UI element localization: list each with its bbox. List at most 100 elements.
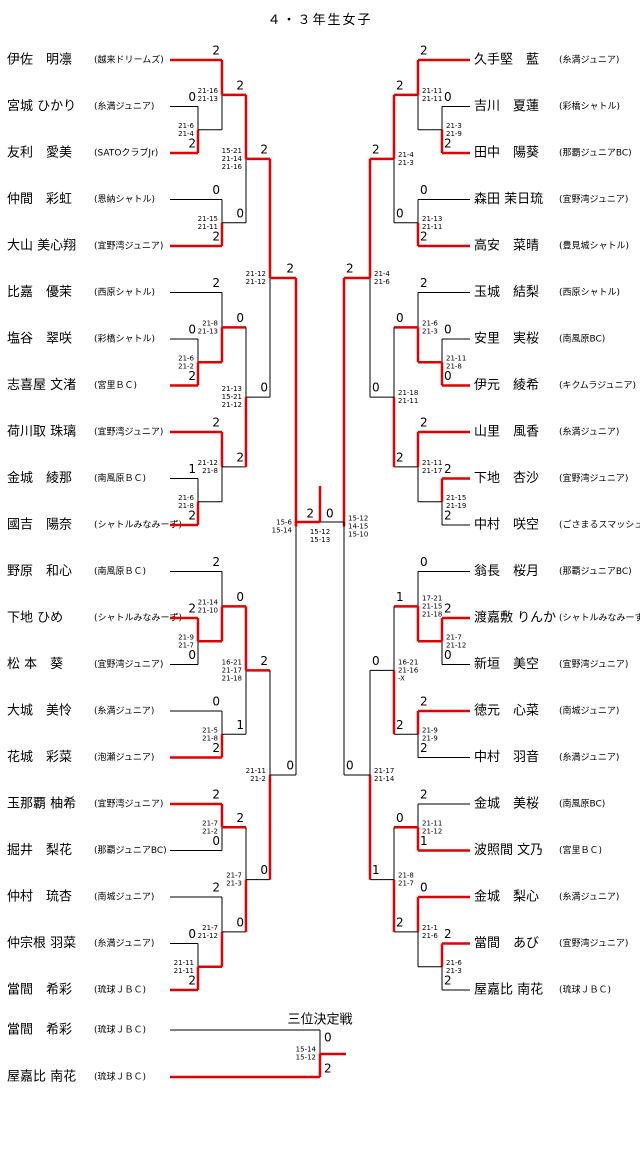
- left-score: 2: [212, 788, 220, 802]
- left-match-score: 21-6: [178, 122, 194, 130]
- left-match-score: 15-6: [276, 518, 292, 526]
- right-player-name: 波照間 文乃: [474, 843, 543, 858]
- left-score: 0: [188, 323, 196, 337]
- left-match-score: 21-4: [178, 130, 194, 138]
- right-player-name: 田中 陽葵: [474, 146, 539, 161]
- right-match-score: 21-18: [422, 610, 442, 618]
- left-match-score: 21-2: [202, 827, 218, 835]
- left-match-score: 21-8: [178, 502, 194, 510]
- left-match-score: 21-15: [198, 215, 218, 223]
- right-score: 0: [372, 654, 380, 668]
- right-score: 2: [372, 142, 380, 156]
- left-player-name: 宮城 ひかり: [7, 98, 76, 114]
- right-player-name: 新垣 美空: [474, 656, 539, 672]
- left-score: 2: [236, 450, 244, 464]
- left-match-score: 21-13: [222, 385, 242, 393]
- right-player-club: (ごさまるスマッシュ): [559, 519, 640, 531]
- left-score: 2: [188, 509, 196, 523]
- right-match-score: 15-10: [348, 530, 368, 538]
- left-match-score: 21-8: [202, 319, 218, 327]
- left-player-name: 松 本 葵: [7, 657, 63, 672]
- left-player-name: 金城 綾那: [7, 470, 72, 486]
- right-player-club: (宜野湾ジュニア): [559, 472, 628, 484]
- right-player-name: 下地 杏沙: [474, 471, 539, 486]
- left-player-club: (那覇ジュニアBC): [94, 845, 167, 856]
- right-score: 2: [396, 450, 404, 464]
- final-match-score: 15-12: [310, 528, 330, 536]
- right-score: 2: [420, 741, 428, 755]
- right-match-score: 21-15: [422, 602, 442, 610]
- left-score: 0: [236, 206, 244, 220]
- right-match-score: 21-16: [398, 666, 419, 674]
- left-score: 2: [188, 602, 196, 616]
- right-player-name: 金城 梨心: [474, 889, 539, 905]
- right-player-club: (糸満ジュニア): [559, 426, 619, 438]
- left-match-score: 21-7: [202, 819, 218, 827]
- left-match-score: 21-9: [178, 633, 194, 641]
- left-match-score: 21-12: [198, 932, 218, 940]
- right-player-club: (琉球ＪＢＣ): [559, 984, 611, 996]
- right-score: 1: [396, 590, 404, 604]
- left-score: 2: [188, 369, 196, 383]
- right-match-score: 21-11: [422, 95, 442, 103]
- right-match-score: 21-12: [446, 641, 466, 649]
- left-player-name: 仲村 琉杏: [7, 890, 72, 905]
- left-score: 0: [188, 648, 196, 662]
- left-match-score: 21-7: [226, 872, 242, 880]
- right-score: 0: [420, 881, 428, 895]
- left-match-score: 21-14: [222, 155, 243, 163]
- left-player-club: (糸満ジュニア): [94, 937, 154, 949]
- left-score: 0: [212, 183, 220, 197]
- right-score: 0: [444, 90, 452, 104]
- right-score: 1: [372, 863, 380, 877]
- third-place-match-score: 15-14: [296, 1046, 317, 1054]
- left-player-club: (宜野湾ジュニア): [94, 240, 163, 252]
- right-player-club: (南風原BC): [559, 798, 605, 810]
- right-player-name: 安里 実桜: [474, 331, 539, 347]
- right-player-club: (彩橋シャトル): [559, 100, 620, 112]
- left-match-score: 21-13: [198, 95, 218, 103]
- left-player-club: (南風原ＢＣ): [94, 565, 146, 577]
- right-match-score: 21-15: [446, 494, 466, 502]
- left-match-score: 21-18: [222, 674, 242, 682]
- right-player-club: (宜野湾ジュニア): [559, 658, 628, 670]
- right-score: 2: [420, 695, 428, 709]
- right-score: 2: [444, 509, 452, 523]
- right-match-score: 21-3: [446, 967, 462, 975]
- right-score: 2: [346, 261, 354, 275]
- left-player-club: (越来ドリームズ): [94, 54, 164, 66]
- left-player-name: 仲間 彩虹: [7, 192, 72, 207]
- right-match-score: 16-21: [398, 658, 418, 666]
- right-score: 2: [444, 602, 452, 616]
- right-score: 2: [396, 915, 404, 929]
- right-player-club: (キクムラジュニア): [559, 380, 636, 391]
- left-score: 2: [260, 654, 268, 668]
- left-score: 0: [236, 590, 244, 604]
- right-match-score: 21-6: [446, 959, 462, 967]
- right-match-score: 21-1: [422, 924, 438, 932]
- left-score: 2: [212, 416, 220, 430]
- right-match-score: 21-17: [422, 467, 442, 475]
- third-place-player-club: (琉球ＪＢＣ): [94, 1024, 146, 1036]
- right-score: 2: [420, 276, 428, 290]
- right-score: 0: [372, 381, 380, 395]
- right-match-score: 21-11: [422, 223, 442, 231]
- right-score: 2: [420, 230, 428, 244]
- left-match-score: 21-12: [198, 459, 218, 467]
- left-player-name: 花城 彩菜: [7, 749, 72, 765]
- final-score: 0: [326, 507, 334, 521]
- left-player-name: 當間 希彩: [7, 983, 72, 998]
- left-player-club: (泡瀬ジュニア): [94, 751, 154, 763]
- right-player-club: (西原シャトル): [559, 287, 620, 298]
- third-place-player-club: (琉球ＪＢＣ): [94, 1071, 146, 1083]
- right-match-score: 21-8: [446, 362, 462, 370]
- left-player-name: 荷川取 珠璃: [7, 425, 76, 440]
- right-score: 0: [444, 648, 452, 662]
- right-player-name: 吉川 夏蓮: [474, 99, 539, 114]
- right-match-score: 21-11: [446, 354, 466, 362]
- left-score: 1: [236, 718, 244, 732]
- right-player-name: 中村 羽音: [474, 749, 539, 765]
- right-player-club: (豊見城シャトル): [559, 240, 629, 252]
- left-player-name: 友利 愛美: [7, 145, 72, 161]
- left-player-club: (西原シャトル): [94, 287, 155, 298]
